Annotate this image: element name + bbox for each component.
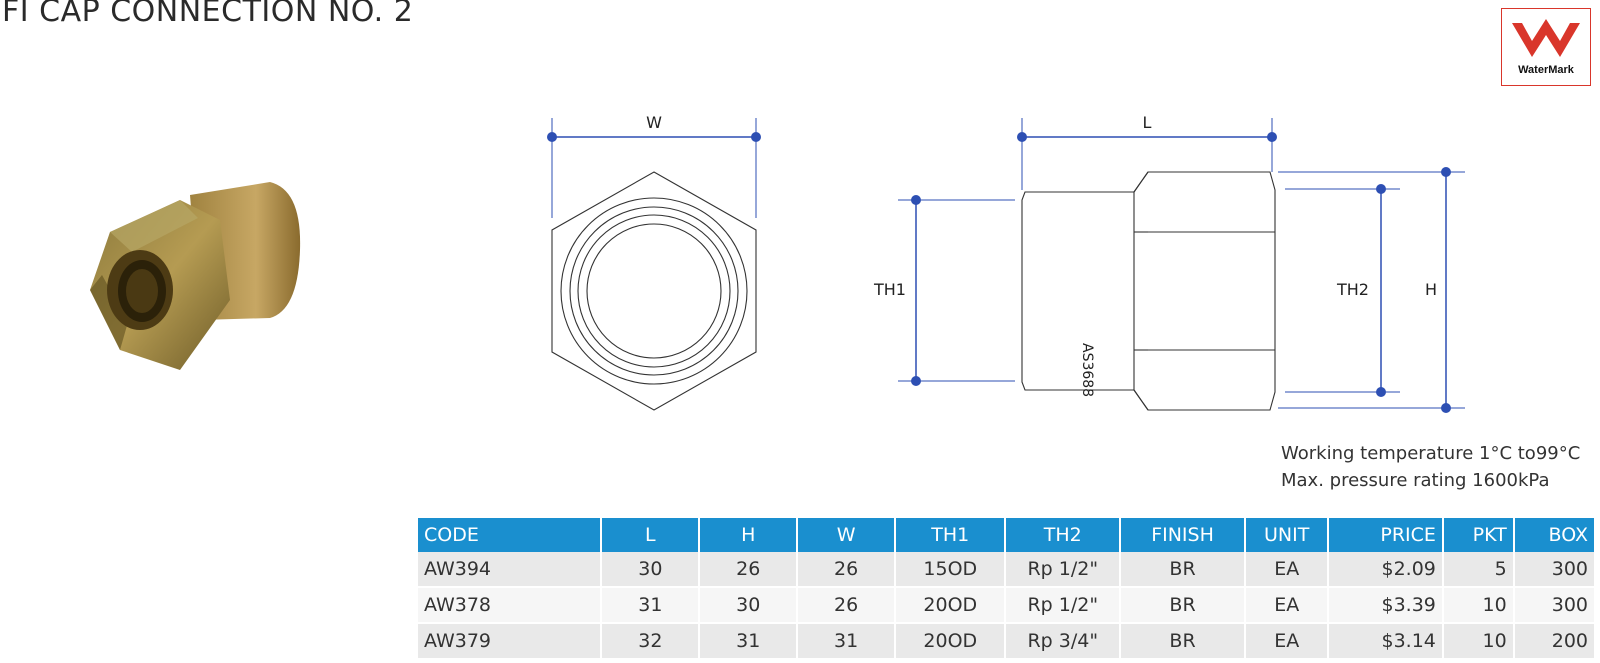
dimension-h: H: [1278, 167, 1465, 413]
cell-unit: EA: [1246, 588, 1328, 624]
cell-price: $2.09: [1329, 552, 1442, 588]
cell-w: 31: [798, 624, 895, 660]
product-table: CODE L H W TH1 TH2 FINISH UNIT PRICE PKT…: [416, 518, 1596, 660]
dimension-h-label: H: [1425, 280, 1437, 299]
dimension-l-label: L: [1143, 113, 1152, 132]
cell-h: 26: [700, 552, 797, 588]
pressure-rating-note: Max. pressure rating 1600kPa: [1281, 470, 1550, 491]
cell-finish: BR: [1121, 552, 1245, 588]
column-header-th2: TH2: [1006, 518, 1120, 552]
cell-price: $3.39: [1329, 588, 1442, 624]
cell-box: 300: [1514, 588, 1594, 624]
specifications-notes: Working temperature 1°C to99°C Max. pres…: [1281, 440, 1580, 494]
table-row: AW379 32 31 31 20OD Rp 3/4" BR EA $3.14 …: [418, 624, 1594, 660]
table-row: AW378 31 30 26 20OD Rp 1/2" BR EA $3.39 …: [418, 588, 1594, 624]
dimension-th1: TH1: [873, 195, 1015, 386]
as3688-marking: AS3688: [1079, 343, 1095, 397]
column-header-w: W: [798, 518, 895, 552]
cell-w: 26: [798, 588, 895, 624]
column-header-unit: UNIT: [1246, 518, 1328, 552]
cell-unit: EA: [1246, 552, 1328, 588]
cell-th2: Rp 1/2": [1006, 588, 1120, 624]
dimension-th2-label: TH2: [1336, 280, 1369, 299]
column-header-th1: TH1: [896, 518, 1005, 552]
cell-code: AW379: [418, 624, 601, 660]
cell-h: 30: [700, 588, 797, 624]
cell-pkt: 10: [1443, 588, 1513, 624]
cell-th1: 20OD: [896, 624, 1005, 660]
column-header-l: L: [602, 518, 699, 552]
watermark-check-icon: [1512, 19, 1580, 57]
cell-finish: BR: [1121, 624, 1245, 660]
working-temperature-note: Working temperature 1°C to99°C: [1281, 443, 1581, 464]
watermark-logo-text: WaterMark: [1518, 64, 1574, 76]
cell-price: $3.14: [1329, 624, 1442, 660]
cell-l: 31: [602, 588, 699, 624]
cell-unit: EA: [1246, 624, 1328, 660]
dimension-w: W: [547, 113, 761, 218]
side-view: [1021, 171, 1276, 411]
column-header-code: CODE: [418, 518, 601, 552]
column-header-h: H: [700, 518, 797, 552]
dimension-w-label: W: [646, 113, 662, 132]
product-photo: [90, 182, 301, 370]
technical-drawing: W AS3688 L TH1 TH2: [547, 113, 1465, 413]
cell-code: AW394: [418, 552, 601, 588]
dimension-th1-label: TH1: [873, 280, 906, 299]
cell-w: 26: [798, 552, 895, 588]
page-title: FI CAP CONNECTION NO. 2: [2, 0, 414, 29]
column-header-price: PRICE: [1329, 518, 1442, 552]
cell-pkt: 10: [1443, 624, 1513, 660]
cell-box: 300: [1514, 552, 1594, 588]
column-header-finish: FINISH: [1121, 518, 1245, 552]
table-header-row: CODE L H W TH1 TH2 FINISH UNIT PRICE PKT…: [418, 518, 1594, 552]
watermark-logo: WaterMark: [1501, 8, 1591, 86]
cell-l: 30: [602, 552, 699, 588]
cell-l: 32: [602, 624, 699, 660]
cell-finish: BR: [1121, 588, 1245, 624]
cell-th2: Rp 3/4": [1006, 624, 1120, 660]
dimension-th2: TH2: [1285, 184, 1400, 397]
column-header-box: BOX: [1514, 518, 1594, 552]
cell-box: 200: [1514, 624, 1594, 660]
cell-th1: 15OD: [896, 552, 1005, 588]
dimension-l: L: [1017, 113, 1277, 190]
cell-pkt: 5: [1443, 552, 1513, 588]
table-row: AW394 30 26 26 15OD Rp 1/2" BR EA $2.09 …: [418, 552, 1594, 588]
cell-h: 31: [700, 624, 797, 660]
column-header-pkt: PKT: [1443, 518, 1513, 552]
cell-code: AW378: [418, 588, 601, 624]
cell-th1: 20OD: [896, 588, 1005, 624]
cell-th2: Rp 1/2": [1006, 552, 1120, 588]
hex-end-view: [551, 171, 757, 411]
